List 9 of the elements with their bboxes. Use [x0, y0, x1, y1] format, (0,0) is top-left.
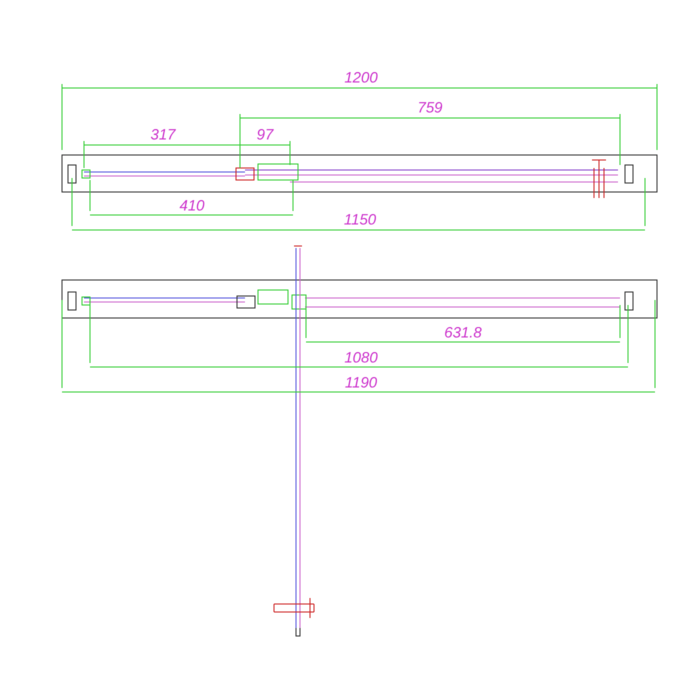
dimension-label: 1150 [344, 212, 376, 228]
dimension-label: 410 [179, 198, 205, 214]
dimension-label: 317 [150, 128, 176, 142]
dimension-label: 759 [417, 100, 443, 116]
dimension-label: 97 [256, 128, 274, 142]
dimension-label: 1200 [344, 70, 378, 86]
dimension-label: 1080 [344, 350, 378, 366]
dimension-label: 631.8 [444, 326, 482, 340]
dimension-label: 1190 [344, 376, 378, 390]
